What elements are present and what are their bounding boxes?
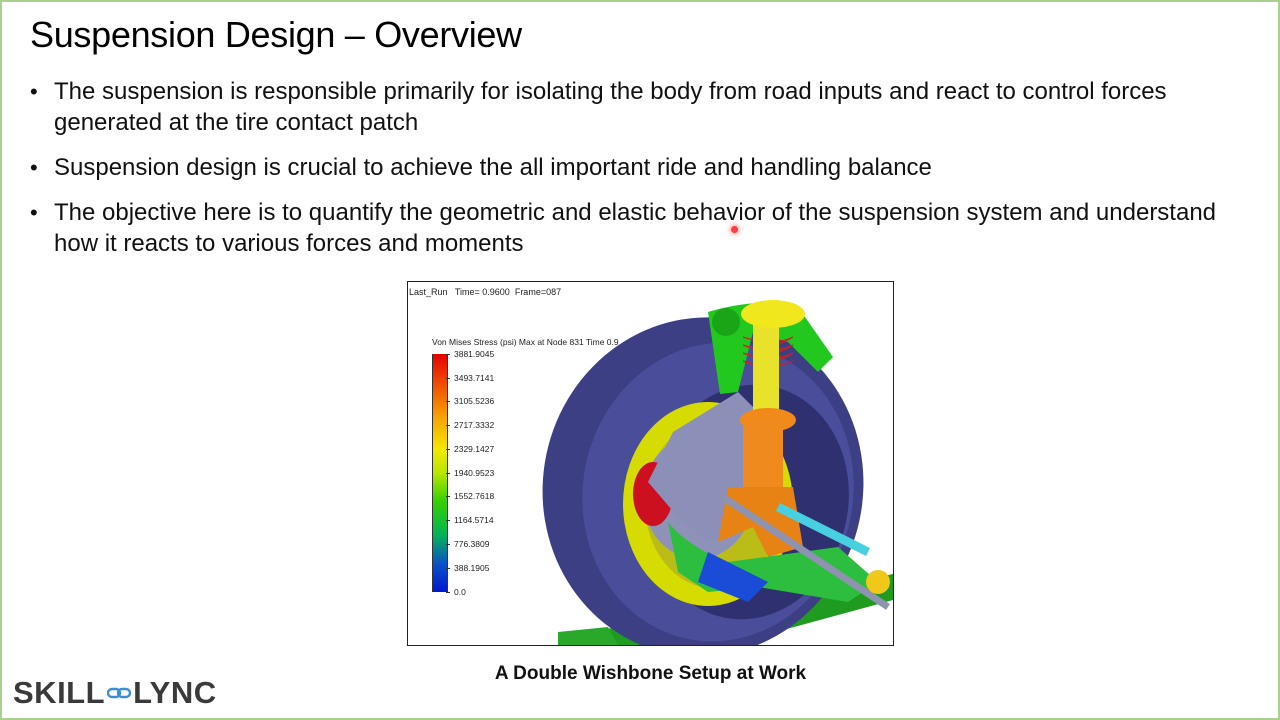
colorbar-tick [446, 592, 450, 593]
slide-title: Suspension Design – Overview [30, 14, 522, 55]
figure-header: Last_Run Time= 0.9600 Frame=087 [409, 287, 562, 297]
colorbar-label: 1552.7618 [454, 491, 495, 501]
colorbar-tick [446, 378, 450, 379]
colorbar-label: 2717.3332 [454, 420, 495, 430]
colorbar-tick [446, 496, 450, 497]
colorbar-tick [446, 449, 450, 450]
colorbar-label: 0.0 [454, 587, 466, 597]
tie-rod [721, 494, 890, 610]
logo-text-right: LYNC [133, 675, 217, 710]
colorbar-label: 2329.1427 [454, 444, 495, 454]
colorbar-tick [446, 544, 450, 545]
colorbar-label: 3493.7141 [454, 373, 495, 383]
bullet-item: The objective here is to quantify the ge… [30, 197, 1245, 259]
colorbar-label: 1164.5714 [454, 515, 494, 525]
colorbar-tick [446, 401, 450, 402]
colorbar-label: 388.1905 [454, 563, 490, 573]
skill-lync-logo: SKILL LYNC [13, 675, 217, 711]
colorbar-tick [446, 473, 450, 474]
laser-pointer [731, 226, 738, 233]
chain-link-icon [107, 687, 132, 699]
figure-caption: A Double Wishbone Setup at Work [494, 663, 807, 684]
colorbar-label: 1940.9523 [454, 468, 495, 478]
frame-bracket [558, 627, 618, 645]
logo-text-left: SKILL [13, 675, 106, 710]
colorbar-tick [446, 354, 450, 355]
colorbar-tick [446, 568, 450, 569]
bullet-list: The suspension is responsible primarily … [30, 76, 1245, 273]
suspension-figure: Last_Run Time= 0.9600 Frame=087 [407, 281, 894, 646]
colorbar-tick [446, 425, 450, 426]
lower-wishbone-stress [698, 552, 768, 602]
colorbar-label: 3881.9045 [454, 349, 495, 359]
legend-title: Von Mises Stress (psi) Max at Node 831 T… [432, 337, 619, 347]
stabilizer-link [775, 502, 871, 557]
suspension-render [542, 300, 893, 645]
bullet-item: Suspension design is crucial to achieve … [30, 152, 1245, 183]
inner-joint [866, 570, 890, 594]
colorbar-label: 3105.5236 [454, 396, 495, 406]
strut-mount [741, 300, 805, 328]
colorbar-label: 776.3809 [454, 539, 490, 549]
upper-ball-joint [712, 308, 740, 336]
bullet-item: The suspension is responsible primarily … [30, 76, 1245, 138]
colorbar-tick [446, 520, 450, 521]
